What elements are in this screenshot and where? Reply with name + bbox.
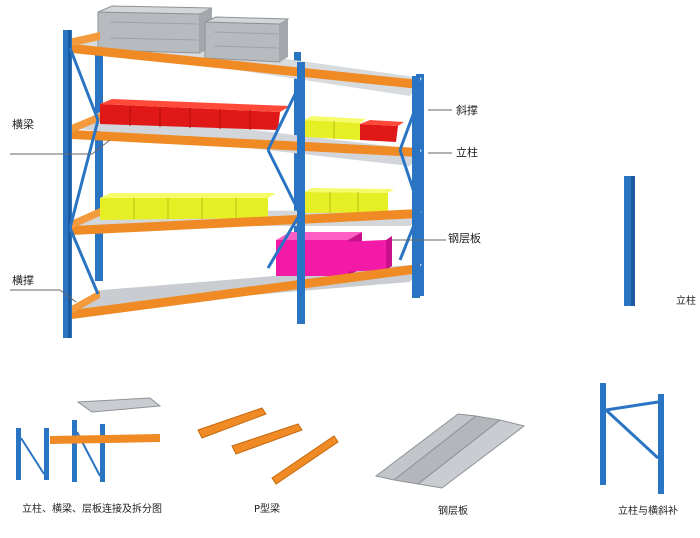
caption-exploded: 立柱、横梁、层板连接及拆分图 <box>22 504 162 515</box>
label-cross-brace: 横撑 <box>12 274 34 287</box>
exploded-view <box>16 397 162 482</box>
label-brace: 斜撑 <box>456 104 478 117</box>
gray-crates <box>97 5 290 63</box>
front-uprights <box>63 30 420 338</box>
caption-p-beam: P型梁 <box>254 504 281 515</box>
single-upright <box>624 176 635 306</box>
leader-lines <box>10 109 452 303</box>
yellow-bins-upper <box>304 116 366 140</box>
side-braces <box>68 47 422 295</box>
magenta-boxes <box>276 232 392 276</box>
caption-upright-diagonal: 立柱与横斜补 <box>618 506 678 517</box>
caption-steel-panel: 钢层板 <box>438 506 468 517</box>
label-upright: 立柱 <box>456 146 478 159</box>
red-bins <box>100 99 404 142</box>
yellow-bins-middle <box>100 188 394 220</box>
label-upright-right: 立柱 <box>676 296 696 307</box>
main-rack <box>63 5 424 338</box>
back-upright-left <box>95 33 103 281</box>
steel-panels <box>374 413 526 489</box>
beams <box>64 32 420 319</box>
upright-with-diagonal <box>600 383 664 494</box>
label-steel-panel: 钢层板 <box>448 232 481 245</box>
label-beam: 横梁 <box>12 118 34 131</box>
p-beams <box>197 407 339 485</box>
